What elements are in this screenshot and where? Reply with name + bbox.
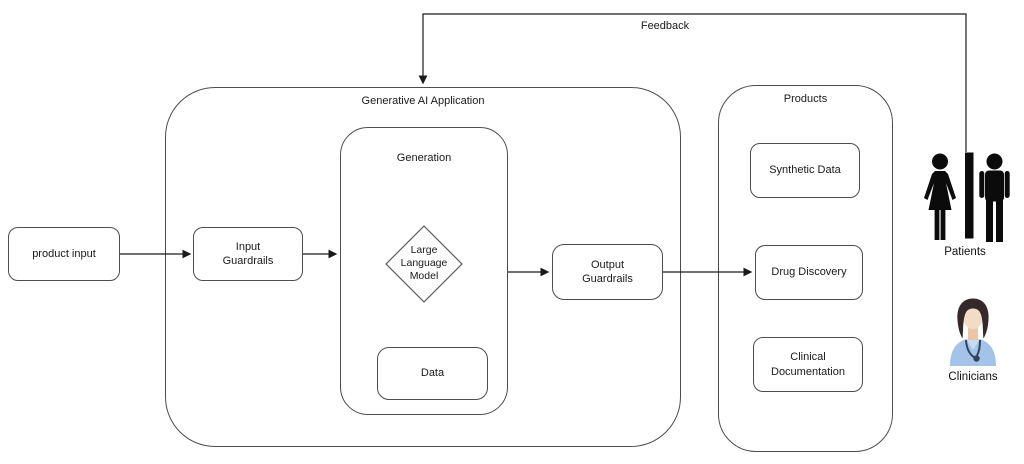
- clinicians-actor-label: Clinicians: [948, 371, 998, 383]
- woman-head: [932, 153, 948, 170]
- clinical-documentation-label: Clinical Documentation: [771, 351, 845, 378]
- data-node: Data: [377, 347, 488, 400]
- llm-node-label: Large Language Model: [400, 244, 448, 282]
- synthetic-data-label: Synthetic Data: [769, 164, 841, 177]
- clinical-documentation-node: Clinical Documentation: [753, 337, 863, 392]
- feedback-connector-label: Feedback: [640, 20, 690, 32]
- product-input-label: product input: [32, 247, 96, 260]
- clinician-vneck: [966, 339, 980, 350]
- man-head: [986, 153, 1003, 170]
- man-left-leg: [986, 200, 993, 242]
- woman-right-leg: [940, 210, 946, 240]
- divider-bar: [965, 152, 974, 239]
- patients-actor-label: Patients: [944, 246, 986, 258]
- data-label: Data: [420, 367, 445, 380]
- man-right-arm: [1004, 171, 1010, 198]
- output-guardrails-label: Output Guardrails: [582, 258, 633, 285]
- man-torso: [985, 170, 1004, 202]
- clinician-stethoscope-chestpiece: [973, 355, 980, 362]
- woman-left-leg: [934, 210, 940, 240]
- output-guardrails-node: Output Guardrails: [552, 244, 663, 300]
- clinician-scrubs: [950, 339, 996, 366]
- input-guardrails-node: Input Guardrails: [193, 227, 303, 281]
- generative-ai-application-label: Generative AI Application: [361, 95, 485, 107]
- drug-discovery-label: Drug Discovery: [771, 266, 847, 279]
- generation-label: Generation: [396, 152, 452, 164]
- clinician-avatar-icon: [950, 298, 996, 366]
- woman-body: [924, 171, 956, 210]
- man-right-leg: [996, 200, 1003, 242]
- products-label: Products: [783, 93, 828, 105]
- man-left-arm: [979, 171, 985, 198]
- input-guardrails-label: Input Guardrails: [222, 240, 274, 267]
- product-input-node: product input: [8, 227, 120, 281]
- synthetic-data-node: Synthetic Data: [750, 143, 860, 198]
- clinician-hair: [957, 298, 989, 339]
- restroom-figures-icon: [924, 152, 1010, 242]
- clinician-neck: [968, 327, 978, 340]
- drug-discovery-node: Drug Discovery: [755, 245, 863, 300]
